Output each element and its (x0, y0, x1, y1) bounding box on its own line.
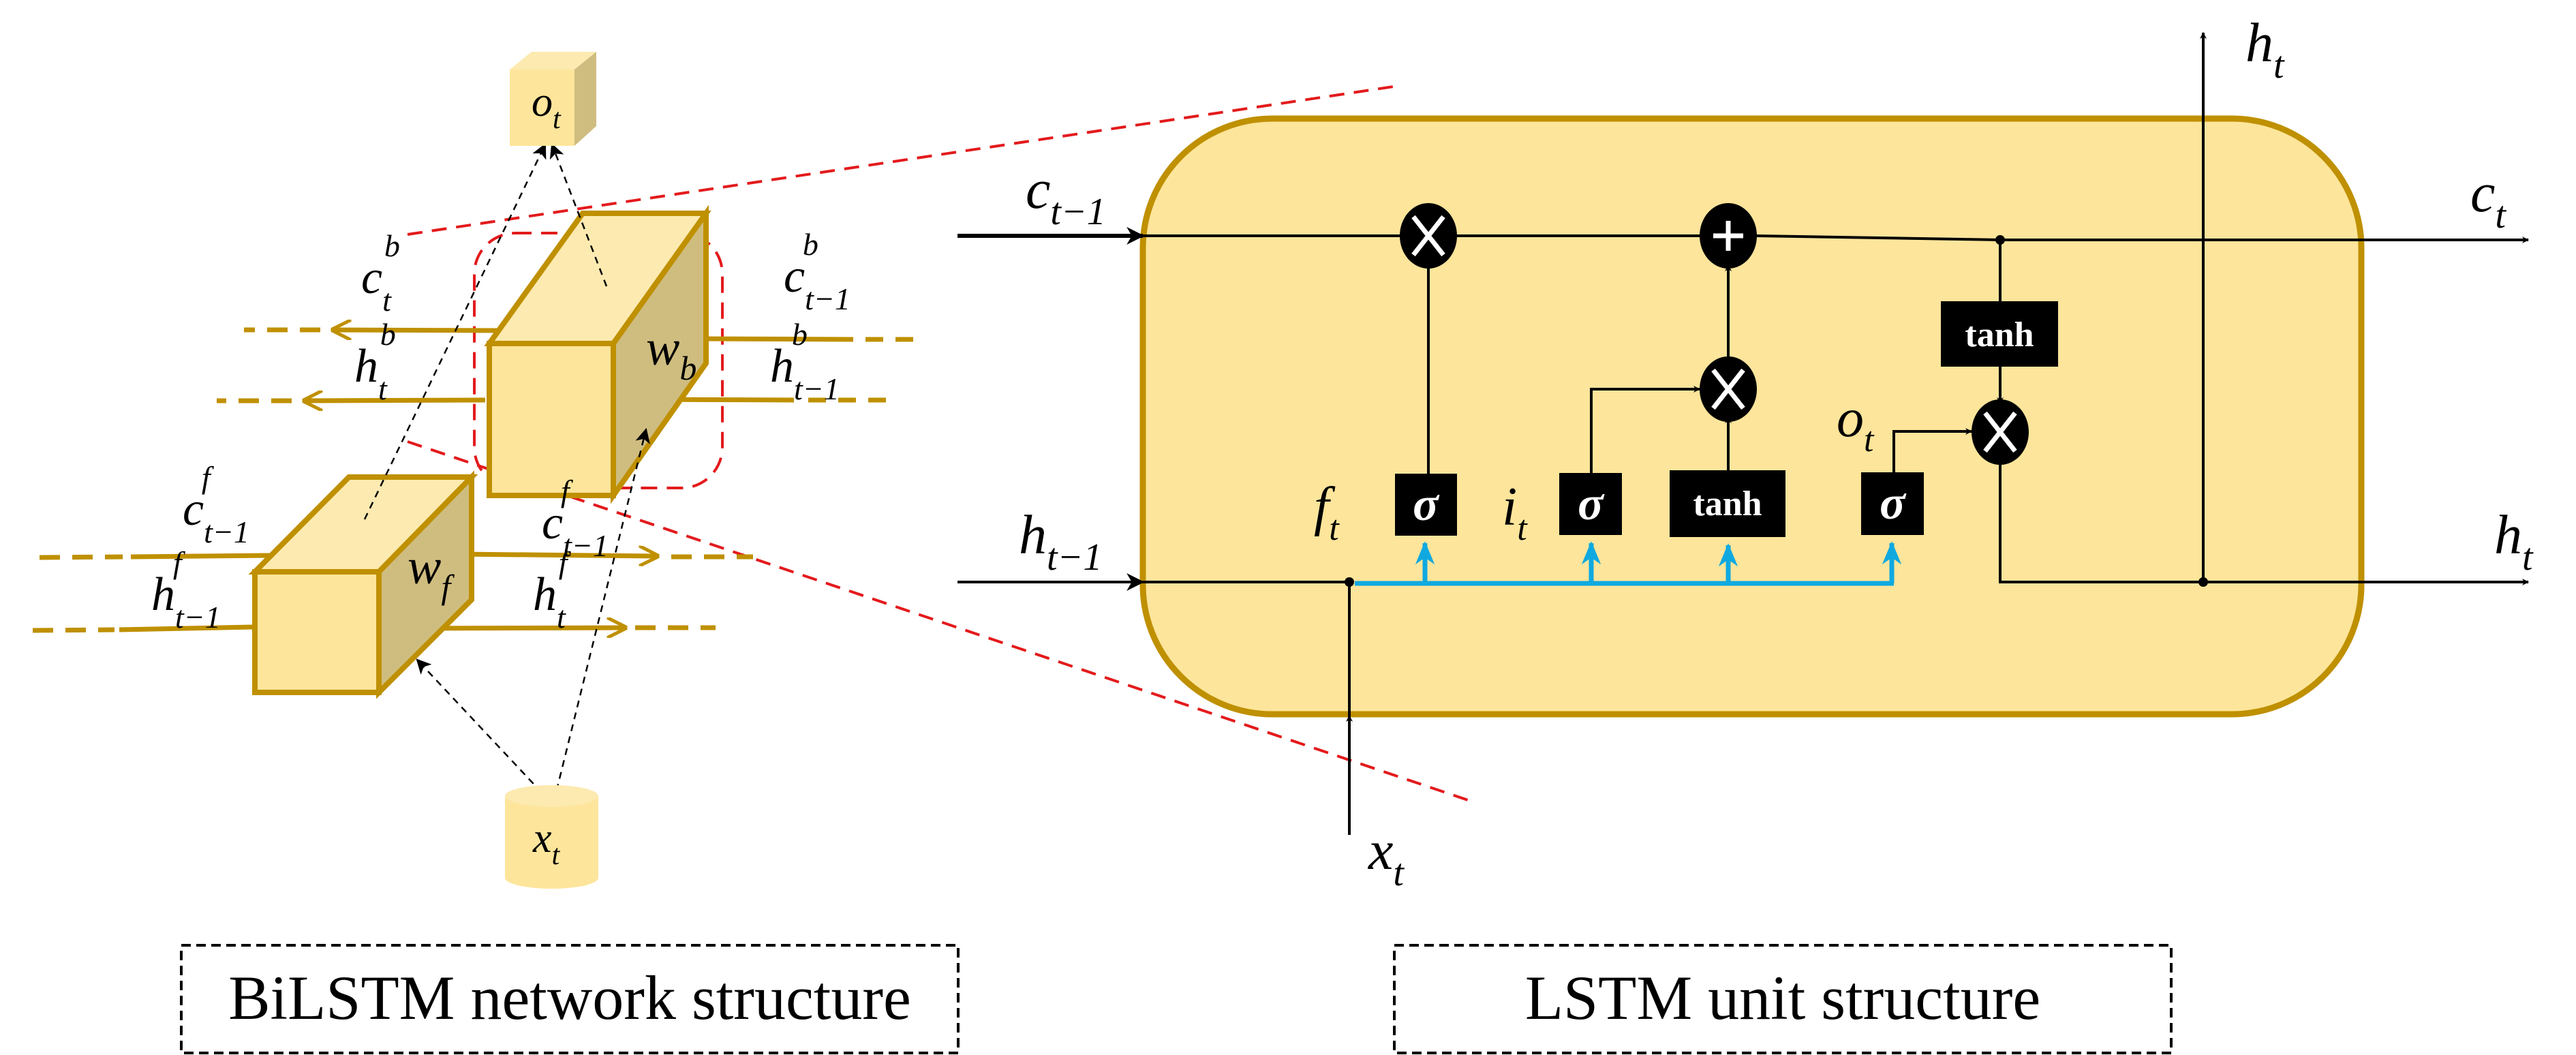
label-x-input: xt (1368, 819, 1405, 894)
cell-add-op[interactable] (1700, 203, 1757, 269)
output-node-side (574, 52, 596, 146)
label-h-t-forward: htf (533, 545, 572, 634)
c-forward-out-line (456, 554, 658, 556)
forget-gate[interactable]: σ (1395, 474, 1457, 536)
label-c-t-backward: ctb (361, 228, 400, 318)
forward-lstm-cell[interactable]: wf (248, 470, 478, 699)
caption-bilstm-text: BiLSTM network structure (228, 963, 911, 1033)
forward-cell-front (252, 569, 382, 695)
input-node[interactable]: xt (505, 785, 598, 889)
backward-weight-label: wb (646, 320, 696, 387)
cell-tanh-box (1941, 301, 2058, 367)
output-node-front (510, 70, 574, 146)
caption-lstm-box (1393, 944, 2173, 1054)
forward-to-output-dash (363, 143, 547, 520)
bilstm-network: wb wf (32, 52, 913, 889)
candidate-gate[interactable]: tanh (1670, 470, 1785, 537)
h-output-junction (2198, 577, 2208, 587)
lstm-unit: σ σ tanh σ tanh ft it ot ct−1 ht−1 xt ct… (957, 12, 2534, 894)
input-gate-to-mult (1590, 386, 1700, 474)
caption-bilstm: BiLSTM network structure (180, 944, 960, 1054)
label-h-tminus1-backward: ht−1b (770, 317, 840, 406)
label-input-gate: it (1502, 477, 1528, 548)
forget-multiply-op[interactable] (1400, 203, 1457, 269)
c-forward-in-line (130, 553, 270, 560)
mult-to-h-out (1999, 461, 2529, 585)
label-c-prev: ct−1 (1026, 158, 1106, 233)
h-forward-in-line (119, 624, 254, 632)
label-c-tminus1-forward-in: ct−1f (183, 460, 249, 549)
label-c-tminus1-backward: ct−1b (784, 227, 850, 316)
label-h-prev: ht−1 (1019, 504, 1102, 579)
input-node-bottom (505, 867, 598, 889)
backward-to-output-dash (549, 142, 608, 287)
backward-lstm-cell[interactable]: wb (484, 204, 711, 504)
input-node-top (505, 785, 598, 807)
input-gate-op: σ (1578, 478, 1605, 530)
c-backward-out-line (333, 330, 498, 331)
input-multiply-op[interactable] (1700, 356, 1757, 422)
bilstm-connections (363, 142, 650, 815)
lstm-cell-body[interactable] (1139, 115, 2365, 718)
candidate-gate-box (1670, 470, 1785, 537)
h-backward-out-line (304, 400, 486, 401)
label-h-t-backward: htb (354, 317, 396, 406)
label-output-gate: ot (1837, 388, 1875, 459)
input-node-label: xt (532, 815, 561, 871)
candidate-gate-op: tanh (1693, 485, 1762, 523)
output-node-label: ot (532, 79, 562, 135)
input-gate-box (1559, 473, 1622, 535)
label-h-out-top: ht (2245, 12, 2285, 87)
input-gate[interactable]: σ (1559, 473, 1622, 535)
label-h-out-right: ht (2494, 504, 2534, 579)
forget-gate-op: σ (1413, 478, 1440, 531)
output-gate-op: σ (1880, 477, 1907, 530)
output-multiply-op[interactable] (1972, 399, 2029, 465)
output-node[interactable]: ot (510, 52, 596, 146)
output-node-top (510, 52, 596, 70)
input-to-forward-dash (416, 658, 542, 793)
caption-lstm: LSTM unit structure (1393, 944, 2173, 1054)
output-gate-box (1861, 472, 1924, 535)
label-c-out: ct (2470, 162, 2506, 236)
backward-flows (217, 330, 913, 401)
zoom-line-top (407, 85, 1394, 236)
zoom-line-bottom (407, 440, 1473, 803)
input-to-backward-dash (549, 427, 650, 815)
backward-cell-front (487, 341, 616, 498)
cell-tanh[interactable]: tanh (1941, 301, 2058, 367)
forget-gate-box (1395, 474, 1457, 536)
input-node-body (505, 796, 598, 878)
caption-bilstm-box (180, 944, 960, 1054)
cell-tanh-op: tanh (1965, 316, 2034, 354)
output-gate-to-mult (1892, 428, 1972, 476)
output-gate[interactable]: σ (1861, 472, 1924, 535)
caption-lstm-text: LSTM unit structure (1525, 963, 2040, 1033)
